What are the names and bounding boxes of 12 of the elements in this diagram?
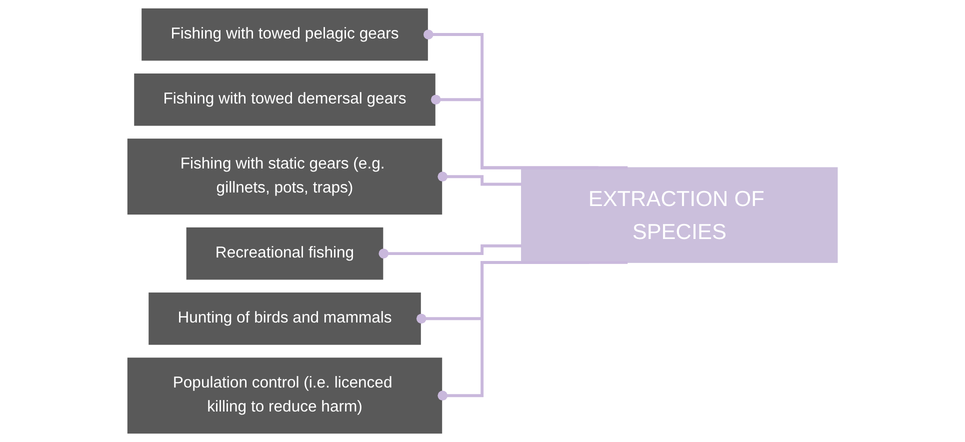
node-box: Fishing with static gears (e.g. gillnets, pots, traps) (126, 138, 444, 216)
node-box: Fishing with towed demersal gears (134, 72, 437, 127)
node-box: Recreational fishing (186, 226, 385, 281)
connector (438, 172, 522, 186)
node-box: Fishing with towed pelagic gears (141, 7, 430, 62)
connector (438, 260, 628, 401)
connector (431, 94, 599, 170)
connector (424, 30, 628, 170)
node-box: Hunting of birds and mammals (148, 292, 422, 346)
connector (379, 244, 522, 258)
node-box: EXTRACTION OF SPECIES (521, 167, 838, 263)
node-box: Population control (i.e. licenced killing to reduce harm) (126, 356, 444, 435)
